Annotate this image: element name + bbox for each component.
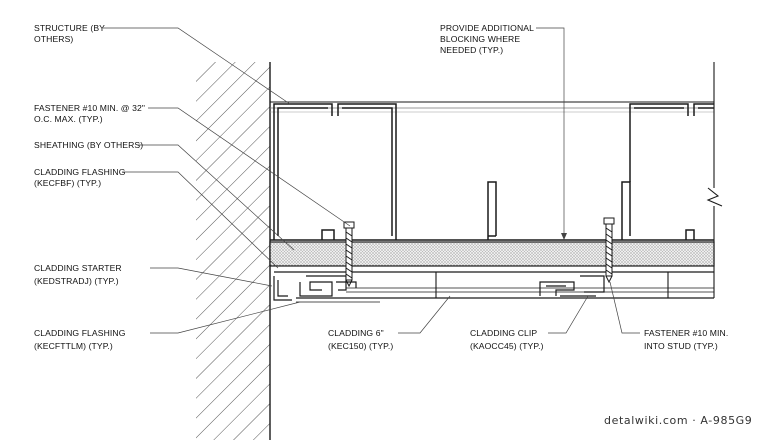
stud-left bbox=[273, 103, 397, 240]
stud-right bbox=[629, 103, 714, 240]
label-additional-blocking: PROVIDE ADDITIONAL BLOCKING WHERE NEEDED… bbox=[440, 23, 536, 55]
leader-arrowheads bbox=[561, 233, 567, 240]
fastener-screw-right bbox=[603, 217, 615, 284]
label-cladding-flashing-bottom: CLADDING FLASHING (KECFTTLM) (TYP.) bbox=[34, 328, 128, 351]
label-fastener-spacing: FASTENER #10 MIN. @ 32" O.C. MAX. (TYP.) bbox=[34, 103, 148, 124]
label-cladding-starter: CLADDING STARTER (KEDSTRADJ) (TYP.) bbox=[34, 263, 124, 286]
label-cladding-6: CLADDING 6" (KEC150) (TYP.) bbox=[328, 328, 393, 351]
sheathing-band bbox=[269, 239, 715, 267]
label-sheathing: SHEATHING (BY OTHERS) bbox=[34, 140, 143, 150]
watermark: detalwiki.com · A-985G9 bbox=[604, 414, 752, 427]
stud-middle bbox=[487, 181, 631, 240]
label-cladding-flashing-top: CLADDING FLASHING (KECFBF) (TYP.) bbox=[34, 167, 128, 188]
leader-lines bbox=[103, 27, 640, 334]
fastener-screw-left bbox=[343, 221, 355, 288]
label-structure: STRUCTURE (BY OTHERS) bbox=[34, 23, 107, 44]
label-fastener-into-stud: FASTENER #10 MIN. INTO STUD (TYP.) bbox=[644, 328, 731, 351]
cladding-starter bbox=[273, 275, 357, 301]
structure-wall bbox=[196, 62, 271, 440]
label-cladding-clip: CLADDING CLIP (KAOCC45) (TYP.) bbox=[470, 328, 544, 351]
cladding-clip bbox=[539, 275, 605, 297]
